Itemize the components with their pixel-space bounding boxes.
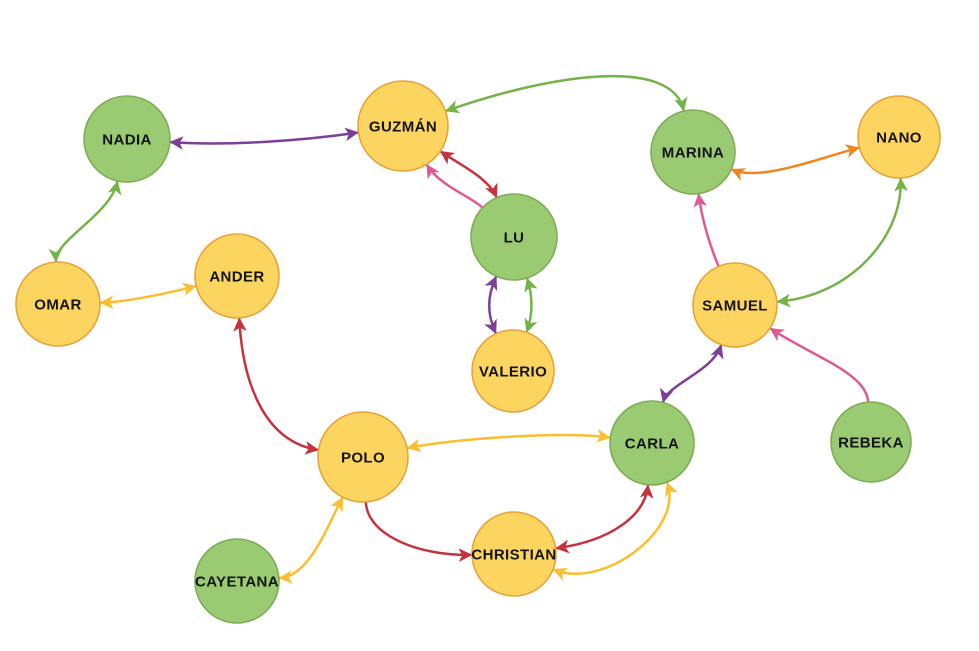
node-circle-nadia <box>83 95 171 183</box>
node-circle-polo <box>317 411 409 503</box>
node-cayetana[interactable]: CAYETANA <box>194 538 280 624</box>
node-marina[interactable]: MARINA <box>650 109 736 195</box>
edge-christian-carla-yellow[interactable] <box>552 481 678 581</box>
node-christian[interactable]: CHRISTIAN <box>471 511 557 597</box>
node-label-rebeka: REBEKA <box>838 434 904 451</box>
edge-guzman-marina-green[interactable] <box>445 74 688 114</box>
node-samuel[interactable]: SAMUEL <box>692 262 778 348</box>
node-polo[interactable]: POLO <box>317 411 409 503</box>
edge-nadia-omar-green[interactable] <box>48 180 122 263</box>
edge-samuel-carla-purple[interactable] <box>659 344 724 403</box>
node-valerio[interactable]: VALERIO <box>471 329 555 413</box>
node-label-polo: POLO <box>341 449 385 466</box>
node-label-nadia: NADIA <box>102 131 152 148</box>
node-circle-cayetana <box>194 538 280 624</box>
node-nadia[interactable]: NADIA <box>83 95 171 183</box>
node-circle-valerio <box>471 329 555 413</box>
edge-guzman-nadia-purple[interactable] <box>169 127 359 150</box>
node-circle-marina <box>650 109 736 195</box>
node-circle-christian <box>471 511 557 597</box>
node-label-samuel: SAMUEL <box>702 297 768 314</box>
edge-polo-christian-red[interactable] <box>364 501 473 563</box>
node-circle-guzman <box>357 80 449 172</box>
edge-polo-carla-yellow[interactable] <box>406 428 611 453</box>
edge-ander-polo-red[interactable] <box>233 317 319 455</box>
node-label-christian: CHRISTIAN <box>471 546 556 563</box>
edge-valerio-lu-green[interactable] <box>524 277 538 333</box>
node-nano[interactable]: NANO <box>857 95 941 179</box>
node-carla[interactable]: CARLA <box>609 400 695 486</box>
node-label-ander: ANDER <box>209 268 264 285</box>
node-label-omar: OMAR <box>34 296 81 313</box>
node-label-carla: CARLA <box>625 435 680 452</box>
node-circle-omar <box>15 261 101 347</box>
node-label-cayetana: CAYETANA <box>195 573 279 590</box>
node-guzman[interactable]: GUZMÁN <box>357 80 449 172</box>
node-label-nano: NANO <box>876 129 922 146</box>
edge-guzman-lu-red[interactable] <box>439 150 498 198</box>
node-rebeka[interactable]: REBEKA <box>830 401 912 483</box>
node-circle-nano <box>857 95 941 179</box>
edge-samuel-nano-green[interactable] <box>776 177 909 308</box>
edge-marina-nano-orange[interactable] <box>730 144 860 181</box>
node-label-marina: MARINA <box>662 144 724 161</box>
edge-rebeka-samuel-pink[interactable] <box>769 327 870 403</box>
edge-samuel-marina-pink[interactable] <box>693 193 720 267</box>
node-label-valerio: VALERIO <box>479 363 547 380</box>
node-lu[interactable]: LU <box>470 193 558 281</box>
node-circle-carla <box>609 400 695 486</box>
edge-omar-ander-yellow[interactable] <box>99 282 197 310</box>
edge-cayetana-polo-yellow[interactable] <box>278 496 344 584</box>
node-circle-rebeka <box>830 401 912 483</box>
node-ander[interactable]: ANDER <box>194 233 280 319</box>
node-circle-lu <box>470 193 558 281</box>
edge-christian-carla-red[interactable] <box>555 484 654 554</box>
edge-lu-guzman-pink[interactable] <box>425 163 484 209</box>
node-label-guzman: GUZMÁN <box>369 118 437 135</box>
node-circle-ander <box>194 233 280 319</box>
edge-lu-valerio-purple[interactable] <box>484 275 498 335</box>
node-label-lu: LU <box>504 229 525 246</box>
node-omar[interactable]: OMAR <box>15 261 101 347</box>
node-circle-samuel <box>692 262 778 348</box>
